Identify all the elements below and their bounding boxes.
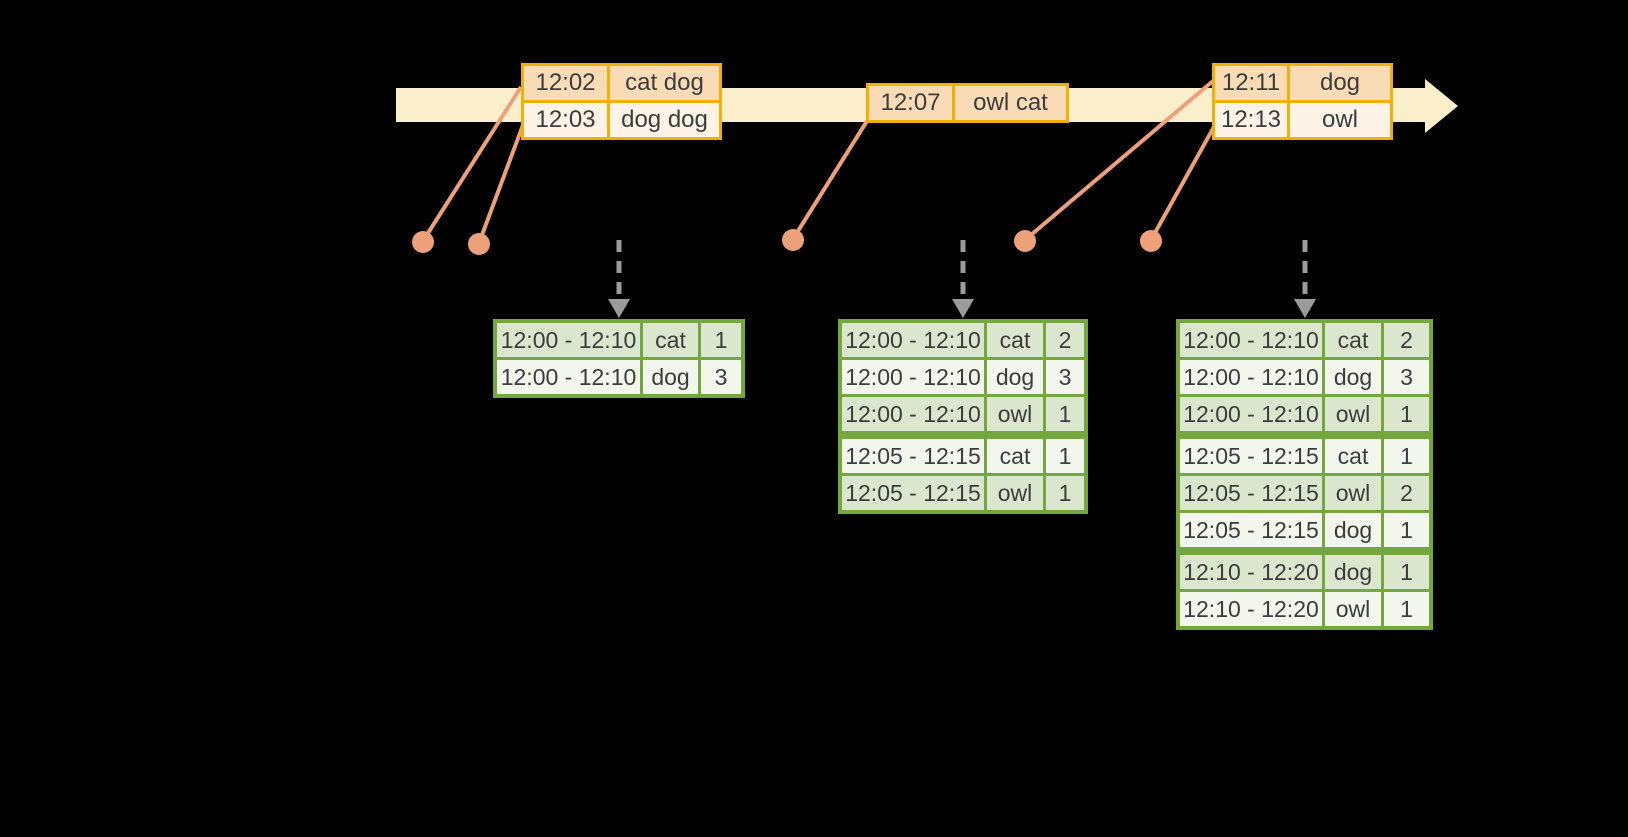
result-row: 12:05 - 12:15 cat 1	[1180, 439, 1429, 473]
event-table-1: 12:02 cat dog 12:03 dog dog	[521, 63, 722, 140]
result-row: 12:05 - 12:15 cat 1	[842, 439, 1084, 473]
count-cell: 3	[701, 360, 741, 394]
result-row: 12:00 - 12:10 owl 1	[1180, 397, 1429, 431]
event-words-cell: owl	[1290, 103, 1390, 137]
word-cell: owl	[987, 397, 1043, 431]
count-cell: 1	[1046, 476, 1084, 510]
event-time-cell: 12:13	[1215, 103, 1287, 137]
result-row: 12:00 - 12:10 cat 2	[1180, 323, 1429, 357]
result-row: 12:10 - 12:20 dog 1	[1180, 555, 1429, 589]
event-time-cell: 12:02	[524, 66, 607, 100]
result-row: 12:00 - 12:10 dog 3	[842, 360, 1084, 394]
count-cell: 1	[1384, 592, 1429, 626]
word-cell: dog	[1325, 555, 1381, 589]
event-dot	[468, 233, 490, 255]
trigger-arrow-icon	[952, 240, 974, 318]
window-cell: 12:00 - 12:10	[842, 360, 984, 394]
event-table-2: 12:07 owl cat	[866, 83, 1069, 123]
result-row: 12:00 - 12:10 dog 3	[1180, 360, 1429, 394]
count-cell: 1	[701, 323, 741, 357]
event-connector-line	[477, 124, 525, 244]
window-cell: 12:00 - 12:10	[497, 360, 640, 394]
event-words-cell: cat dog	[610, 66, 719, 100]
event-dot	[412, 231, 434, 253]
word-cell: owl	[1325, 476, 1381, 510]
window-cell: 12:00 - 12:10	[1180, 360, 1322, 394]
event-row: 12:13 owl	[1215, 103, 1390, 137]
window-cell: 12:05 - 12:15	[842, 439, 984, 473]
result-row: 12:05 - 12:15 dog 1	[1180, 513, 1429, 547]
event-row: 12:11 dog	[1215, 66, 1390, 100]
count-cell: 3	[1046, 360, 1084, 394]
word-cell: cat	[987, 439, 1043, 473]
result-row: 12:05 - 12:15 owl 1	[842, 476, 1084, 510]
event-connector-line	[791, 119, 869, 241]
result-row: 12:05 - 12:15 owl 2	[1180, 476, 1429, 510]
result-row: 12:00 - 12:10 cat 1	[497, 323, 741, 357]
word-cell: cat	[987, 323, 1043, 357]
window-cell: 12:05 - 12:15	[1180, 513, 1322, 547]
count-cell: 1	[1384, 513, 1429, 547]
event-words-cell: owl cat	[955, 86, 1066, 120]
window-cell: 12:05 - 12:15	[842, 476, 984, 510]
event-dot	[1014, 230, 1036, 252]
word-cell: owl	[1325, 397, 1381, 431]
event-connector-line	[1023, 79, 1215, 242]
window-cell: 12:00 - 12:10	[1180, 323, 1322, 357]
window-cell: 12:00 - 12:10	[1180, 397, 1322, 431]
event-row: 12:07 owl cat	[869, 86, 1066, 120]
event-row: 12:02 cat dog	[524, 66, 719, 100]
window-cell: 12:00 - 12:10	[497, 323, 640, 357]
result-row: 12:10 - 12:20 owl 1	[1180, 592, 1429, 626]
word-cell: owl	[1325, 592, 1381, 626]
count-cell: 1	[1384, 397, 1429, 431]
count-cell: 2	[1384, 323, 1429, 357]
event-dot	[782, 229, 804, 251]
window-cell: 12:05 - 12:15	[1180, 439, 1322, 473]
window-cell: 12:10 - 12:20	[1180, 592, 1322, 626]
event-row: 12:03 dog dog	[524, 103, 719, 137]
result-table-1: 12:00 - 12:10 cat 1 12:00 - 12:10 dog 3	[493, 319, 745, 398]
word-cell: dog	[643, 360, 698, 394]
word-cell: owl	[987, 476, 1043, 510]
event-connector-line	[1149, 124, 1217, 241]
word-cell: dog	[1325, 513, 1381, 547]
count-cell: 3	[1384, 360, 1429, 394]
count-cell: 2	[1384, 476, 1429, 510]
word-cell: dog	[987, 360, 1043, 394]
word-cell: cat	[1325, 323, 1381, 357]
count-cell: 2	[1046, 323, 1084, 357]
event-time-cell: 12:07	[869, 86, 952, 120]
event-words-cell: dog	[1290, 66, 1390, 100]
count-cell: 1	[1046, 439, 1084, 473]
timeline-arrowhead-icon	[1425, 79, 1458, 133]
event-table-3: 12:11 dog 12:13 owl	[1212, 63, 1393, 140]
event-time-cell: 12:11	[1215, 66, 1287, 100]
word-cell: cat	[643, 323, 698, 357]
window-cell: 12:05 - 12:15	[1180, 476, 1322, 510]
event-connector-line	[421, 85, 523, 243]
event-words-cell: dog dog	[610, 103, 719, 137]
count-cell: 1	[1046, 397, 1084, 431]
result-row: 12:00 - 12:10 owl 1	[842, 397, 1084, 431]
window-cell: 12:00 - 12:10	[842, 323, 984, 357]
trigger-arrow-icon	[608, 240, 630, 318]
result-table-2: 12:00 - 12:10 cat 2 12:00 - 12:10 dog 3 …	[838, 319, 1088, 514]
count-cell: 1	[1384, 555, 1429, 589]
result-row: 12:00 - 12:10 cat 2	[842, 323, 1084, 357]
trigger-arrow-icon	[1294, 240, 1316, 318]
result-table-3: 12:00 - 12:10 cat 2 12:00 - 12:10 dog 3 …	[1176, 319, 1433, 630]
event-dot	[1140, 230, 1162, 252]
word-cell: cat	[1325, 439, 1381, 473]
result-row: 12:00 - 12:10 dog 3	[497, 360, 741, 394]
count-cell: 1	[1384, 439, 1429, 473]
window-cell: 12:00 - 12:10	[842, 397, 984, 431]
word-cell: dog	[1325, 360, 1381, 394]
event-time-cell: 12:03	[524, 103, 607, 137]
window-cell: 12:10 - 12:20	[1180, 555, 1322, 589]
